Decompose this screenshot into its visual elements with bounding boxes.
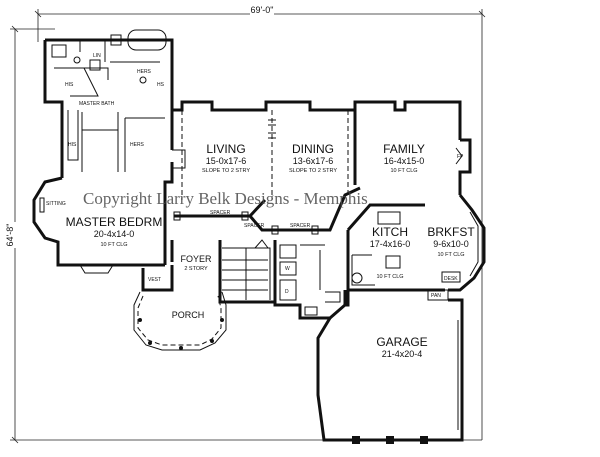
hers-vanity-label: HERS: [137, 69, 152, 75]
desk-label: DESK: [444, 276, 458, 282]
kitchen-size: 17-4x16-0: [370, 239, 411, 249]
beam-lines: [173, 186, 361, 235]
garage-name: GARAGE: [376, 335, 427, 349]
depth-dimension: 64'-8": [5, 224, 15, 247]
spacer-label-1: SPACER: [210, 210, 231, 216]
his-closet-label: HIS: [68, 142, 77, 148]
living-dining-walls: [172, 100, 355, 200]
dining-size: 13-6x17-6: [293, 156, 334, 166]
living-name: LIVING: [206, 142, 245, 156]
closet-walls: [60, 92, 174, 178]
his-vanity-label: HIS: [65, 82, 74, 88]
kitchen-note: 10 FT CLG: [376, 274, 403, 280]
spacer-label-2: SPACER: [244, 223, 265, 229]
hers-vanity-abbr: HS: [157, 82, 165, 88]
master-bedroom-size: 20-4x14-0: [94, 229, 135, 239]
breakfast-size: 9-6x10-0: [433, 239, 469, 249]
width-dimension: 69'-0": [251, 5, 274, 15]
porch-name: PORCH: [172, 310, 205, 320]
foyer-stair-walls: [170, 239, 347, 320]
garage-size: 21-4x20-4: [382, 349, 423, 359]
master-bath-walls: [43, 29, 174, 110]
family-room-walls: [353, 100, 472, 195]
family-size: 16-4x15-0: [384, 156, 425, 166]
breakfast-name: BRKFST: [427, 225, 475, 239]
copyright-watermark: Copyright Larry Belk Designs - Memphis: [83, 189, 368, 208]
master-bath-label: MASTER BATH: [79, 101, 115, 107]
dryer-label: D: [285, 289, 289, 295]
sitting-label: SITTING: [46, 201, 66, 207]
spacer-label-3: SPACER: [290, 223, 311, 229]
family-name: FAMILY: [383, 142, 425, 156]
garage-walls: [316, 290, 464, 444]
lin-label: LIN: [93, 53, 101, 59]
vest-label: VEST: [148, 277, 161, 283]
living-note: SLOPE TO 2 STRY: [202, 168, 250, 174]
kitchen-name: KITCH: [372, 225, 408, 239]
dining-name: DINING: [292, 142, 334, 156]
foyer-note: 2 STORY: [184, 266, 208, 272]
pantry-label: PAN: [431, 293, 441, 299]
family-note: 10 FT CLG: [390, 168, 417, 174]
living-size: 15-0x17-6: [206, 156, 247, 166]
master-bedroom-name: MASTER BEDRM: [66, 215, 163, 229]
fireplace-label: FP: [457, 154, 464, 160]
breakfast-note: 10 FT CLG: [437, 252, 464, 258]
dining-note: SLOPE TO 2 STRY: [289, 168, 337, 174]
porch-outline: [133, 265, 227, 351]
washer-label: W: [285, 266, 290, 272]
hers-closet-label: HERS: [130, 142, 145, 148]
foyer-name: FOYER: [180, 254, 212, 264]
master-bedroom-note: 10 FT CLG: [100, 242, 127, 248]
master-bedroom-walls: [32, 162, 174, 274]
